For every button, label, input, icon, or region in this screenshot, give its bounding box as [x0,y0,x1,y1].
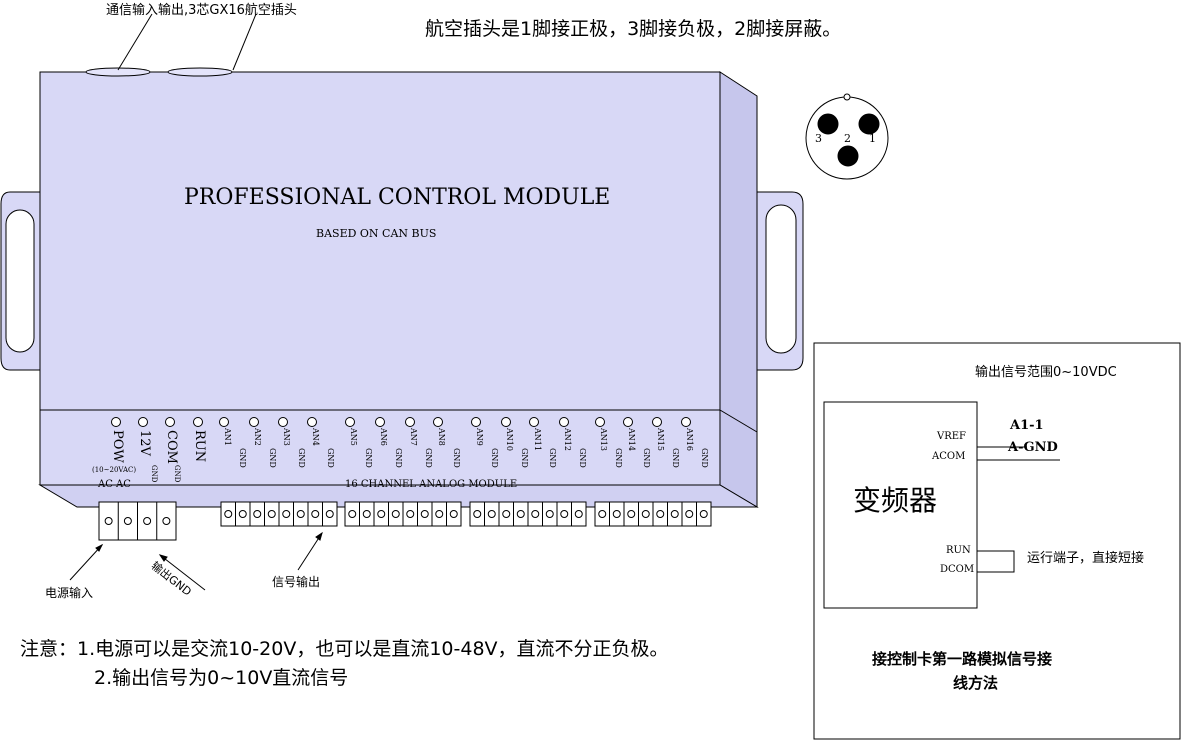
led-an11 [529,417,539,427]
led-pow [111,417,121,427]
dcom-label: DCOM [940,564,975,575]
note-line-2: 2.输出信号为0~10V直流信号 [94,667,349,689]
panel-caption-1: 接控制卡第一路模拟信号接 [872,650,1053,668]
aviation-connector-1 [85,67,151,77]
channel-gnd-an3: GND [297,448,306,468]
channel-label-an14: AN14 [627,428,636,451]
note-line-1: 注意：1.电源可以是交流10-20V，也可以是直流10-48V，直流不分正负极。 [20,638,669,660]
channel-gnd-an9: GND [490,448,499,468]
led-an8 [433,417,443,427]
led-label-pow: POW [110,430,125,463]
power-terminal-labels: AC AC [98,479,131,490]
channel-label-an16: AN16 [685,428,694,451]
terminal-block-4 [594,501,712,527]
led-run [193,417,203,427]
led-an16 [681,417,691,427]
run-note: 运行端子，直接短接 [1027,551,1145,566]
channel-gnd-an12: GND [578,448,587,468]
channel-gnd-an7: GND [424,448,433,468]
channel-gnd-an2: GND [268,448,277,468]
gnd-label-12v: GND [150,465,158,483]
led-an4 [307,417,317,427]
channel-label-an6: AN6 [379,428,388,446]
channel-gnd-an11: GND [548,448,557,468]
channel-gnd-an13: GND [614,448,623,468]
channel-label-an8: AN8 [437,428,446,446]
a1-label: A1-1 [1010,418,1044,433]
inverter-wiring-panel [813,342,1181,740]
led-com [165,417,175,427]
signal-output-callout: 信号输出 [272,575,321,589]
connector-label: 通信输入输出,3芯GX16航空插头 [106,3,297,18]
led-an12 [559,417,569,427]
channel-gnd-an16: GND [700,448,709,468]
channel-label-an7: AN7 [409,428,418,446]
channel-label-an12: AN12 [563,428,572,451]
led-an7 [405,417,415,427]
led-an15 [652,417,662,427]
channel-label-an3: AN3 [282,428,291,446]
led-label-com: COM [164,430,179,464]
module-body [39,71,721,486]
channel-gnd-an15: GND [671,448,680,468]
channel-label-an10: AN10 [505,428,514,451]
left-ear-slot [5,209,35,353]
agnd-label: A-GND [1008,440,1058,455]
channel-label-an15: AN15 [656,428,665,451]
led-12v [138,417,148,427]
led-an2 [249,417,259,427]
terminal-block-1 [220,501,338,527]
module-title: PROFESSIONAL CONTROL MODULE [184,185,611,210]
channel-label-an1: AN1 [223,428,232,446]
pow-range: (10~20VAC) [92,466,137,474]
output-range-label: 输出信号范围0~10VDC [975,365,1117,380]
channel-label-an4: AN4 [311,428,320,446]
right-ear-slot [765,204,797,354]
channel-label-an11: AN11 [533,428,542,451]
led-an10 [501,417,511,427]
channel-gnd-an1: GND [238,448,247,468]
power-input-callout: 电源输入 [45,586,94,600]
inverter-box [823,401,978,609]
panel-caption-2: 线方法 [953,674,999,692]
pin-note: 航空插头是1脚接正极，3脚接负极，2脚接屏蔽。 [425,18,842,40]
aviation-connector-2 [167,67,233,77]
led-an1 [219,417,229,427]
led-label-12v: 12V [137,430,152,456]
acom-label: ACOM [932,451,966,462]
module-label: 16 CHANNEL ANALOG MODULE [345,479,518,490]
run-label: RUN [946,545,971,556]
terminal-block-2 [344,501,462,527]
power-terminal-block [98,501,177,541]
channel-gnd-an5: GND [364,448,373,468]
terminal-block-3 [469,501,587,527]
channel-label-an13: AN13 [599,428,608,451]
module-subtitle: BASED ON CAN BUS [316,227,437,240]
channel-gnd-an8: GND [452,448,461,468]
channel-label-an2: AN2 [253,428,262,446]
led-an5 [345,417,355,427]
led-an3 [278,417,288,427]
channel-label-an9: AN9 [475,428,484,446]
led-an14 [623,417,633,427]
channel-label-an5: AN5 [349,428,358,446]
channel-gnd-an10: GND [520,448,529,468]
inverter-name: 变频器 [853,484,938,517]
channel-gnd-an4: GND [326,448,335,468]
channel-gnd-an6: GND [394,448,403,468]
pin-label-3: 3 [815,132,822,145]
pin-label-1: 1 [869,132,876,145]
led-an6 [375,417,385,427]
vref-label: VREF [937,431,966,442]
pin-label-2: 2 [844,132,851,145]
led-an9 [471,417,481,427]
module-right-side [719,71,758,508]
led-an13 [595,417,605,427]
gnd-label-com: GND [173,465,181,483]
led-label-run: RUN [192,430,207,463]
channel-gnd-an14: GND [642,448,651,468]
